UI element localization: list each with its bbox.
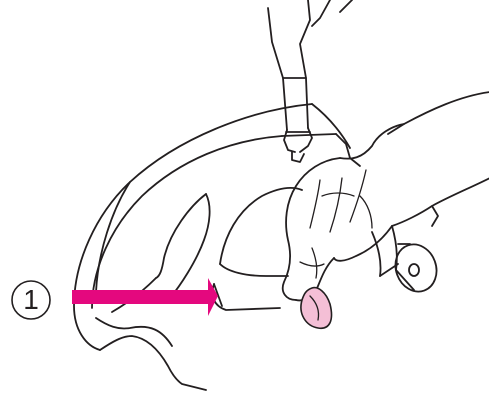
- callout-number: 1: [11, 280, 51, 320]
- component-body: [74, 104, 360, 390]
- gloved-hand-icon: [283, 92, 489, 300]
- roller-cylinder: [380, 239, 443, 298]
- wiping-cloth-icon: [301, 288, 332, 329]
